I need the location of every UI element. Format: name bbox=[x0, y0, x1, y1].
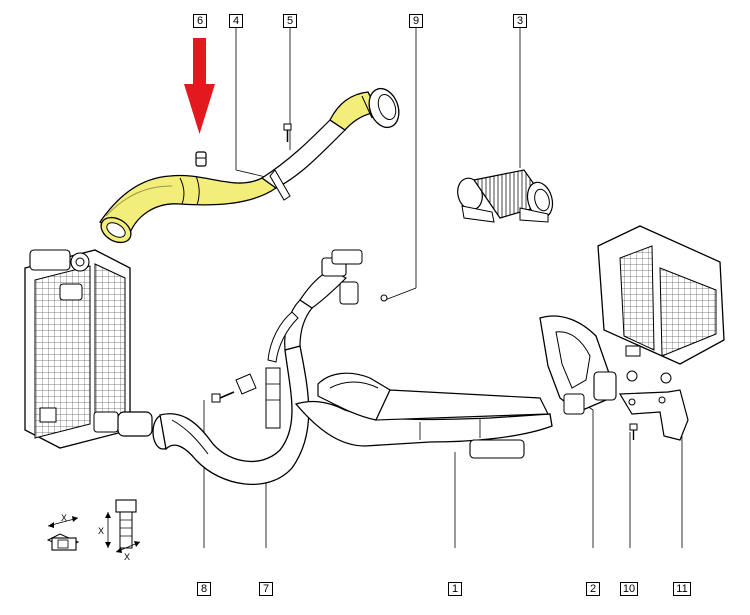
part-5-bolt bbox=[283, 123, 292, 142]
callout-6: 6 bbox=[193, 14, 207, 28]
part-1-intake-duct bbox=[294, 372, 553, 459]
callout-2: 2 bbox=[586, 582, 600, 596]
callout-8: 8 bbox=[197, 582, 211, 596]
callout-7: 7 bbox=[259, 582, 273, 596]
dimension-label-x1: X bbox=[61, 513, 67, 523]
part-2-resonator bbox=[539, 315, 617, 415]
callout-11: 11 bbox=[673, 582, 691, 596]
part-3-corrugated-hose bbox=[457, 169, 554, 223]
air-filter-box bbox=[597, 225, 725, 384]
part-10-bolt bbox=[629, 423, 638, 440]
leader-lines bbox=[203, 28, 683, 548]
callout-1: 1 bbox=[448, 582, 462, 596]
part-4-yellow-hose bbox=[99, 87, 400, 244]
callout-4: 4 bbox=[229, 14, 243, 28]
dimension-label-x2: X bbox=[98, 526, 104, 536]
red-arrow-icon bbox=[184, 38, 215, 134]
callout-5: 5 bbox=[283, 14, 297, 28]
part-11-bracket bbox=[618, 389, 689, 441]
dimension-label-x3: X bbox=[124, 552, 130, 562]
part-8-bolt bbox=[211, 373, 257, 403]
leader-9b bbox=[384, 287, 417, 301]
part-9-intake-neck bbox=[299, 249, 388, 309]
intercooler bbox=[24, 249, 131, 449]
part-7-lower-pipe bbox=[117, 299, 313, 485]
dimension-detail: X X X bbox=[46, 499, 141, 562]
part-6-clip bbox=[195, 151, 207, 167]
callout-3: 3 bbox=[513, 14, 527, 28]
callout-9: 9 bbox=[409, 14, 423, 28]
callout-10: 10 bbox=[620, 582, 638, 596]
